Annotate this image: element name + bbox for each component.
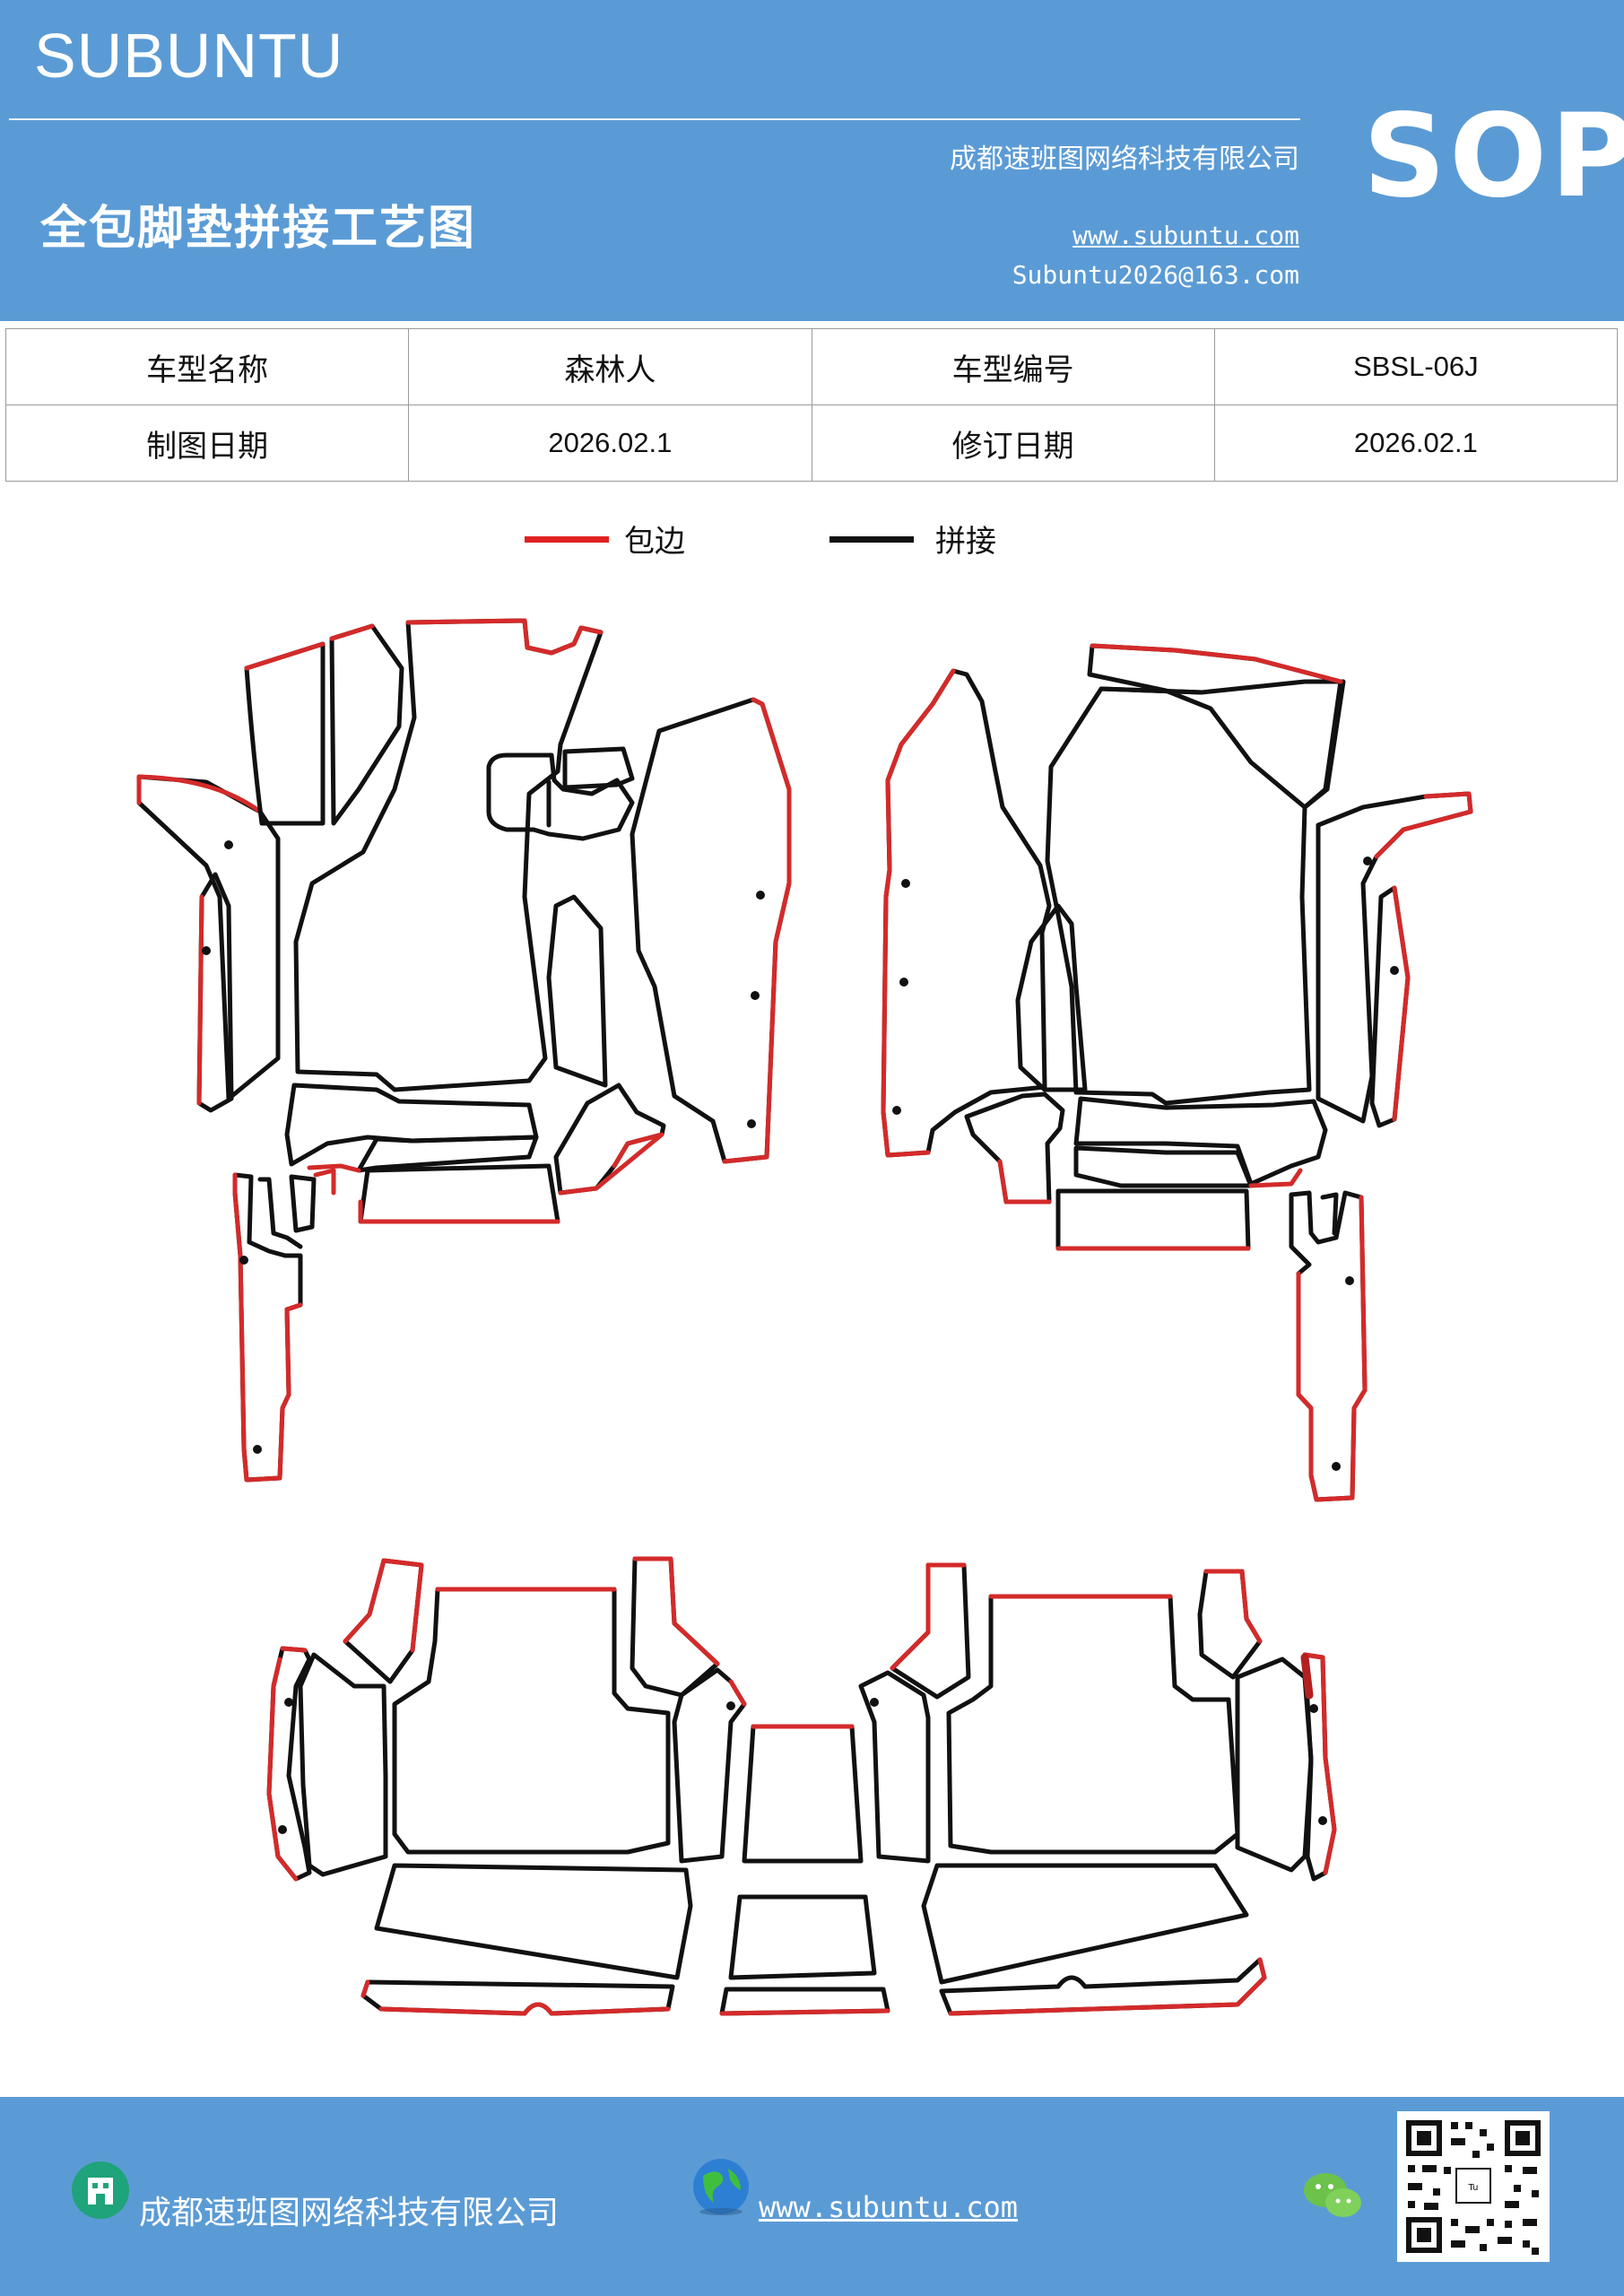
legend-label-seam: 拼接 (935, 524, 996, 560)
sop-badge: SOP (1363, 90, 1624, 223)
header-banner: SUBUNTU 全包脚垫拼接工艺图 成都速班图网络科技有限公司 www.subu… (0, 0, 1624, 321)
legend-label-edge: 包边 (624, 524, 685, 560)
front-left-mat-group (136, 618, 792, 1483)
draw-date-value: 2026.02.1 (408, 404, 812, 482)
header-divider (9, 118, 1300, 120)
draw-date-label: 制图日期 (4, 404, 410, 482)
company-name: 成都速班图网络科技有限公司 (950, 144, 1299, 175)
legend: 包边 拼接 (0, 511, 1624, 583)
revision-date-label: 修订日期 (811, 404, 1215, 482)
model-name-value: 森林人 (408, 328, 812, 405)
model-name-label: 车型名称 (4, 328, 410, 405)
mounting-points (202, 840, 1399, 1834)
table-row: 车型名称 森林人 车型编号 SBSL-06J (4, 328, 1619, 405)
legend-swatch-seam (829, 536, 914, 543)
svg-text:Tu: Tu (1468, 2183, 1479, 2193)
vehicle-info-table: 车型名称 森林人 车型编号 SBSL-06J 制图日期 2026.02.1 修订… (4, 328, 1619, 482)
rear-mat-group (266, 1556, 1337, 2016)
footer-banner: 成都速班图网络科技有限公司 www.subuntu.com (0, 2097, 1624, 2296)
footer-company: 成都速班图网络科技有限公司 (139, 2195, 560, 2231)
email-address: Subuntu2026@163.com (1012, 260, 1299, 290)
front-right-mat-group (881, 643, 1473, 1502)
website-link[interactable]: www.subuntu.com (1073, 221, 1299, 250)
building-icon (72, 2161, 129, 2219)
wechat-icon[interactable] (1302, 2169, 1365, 2224)
qr-code: Tu (1397, 2111, 1550, 2262)
revision-date-value: 2026.02.1 (1213, 404, 1619, 482)
footer-website-link[interactable]: www.subuntu.com (759, 2190, 1018, 2224)
model-code-label: 车型编号 (811, 328, 1215, 405)
brand-name: SUBUNTU (34, 21, 344, 91)
legend-swatch-edge (525, 536, 609, 543)
page-title: 全包脚垫拼接工艺图 (40, 202, 477, 256)
globe-icon (693, 2159, 749, 2215)
table-row: 制图日期 2026.02.1 修订日期 2026.02.1 (4, 404, 1619, 482)
model-code-value: SBSL-06J (1213, 328, 1619, 405)
